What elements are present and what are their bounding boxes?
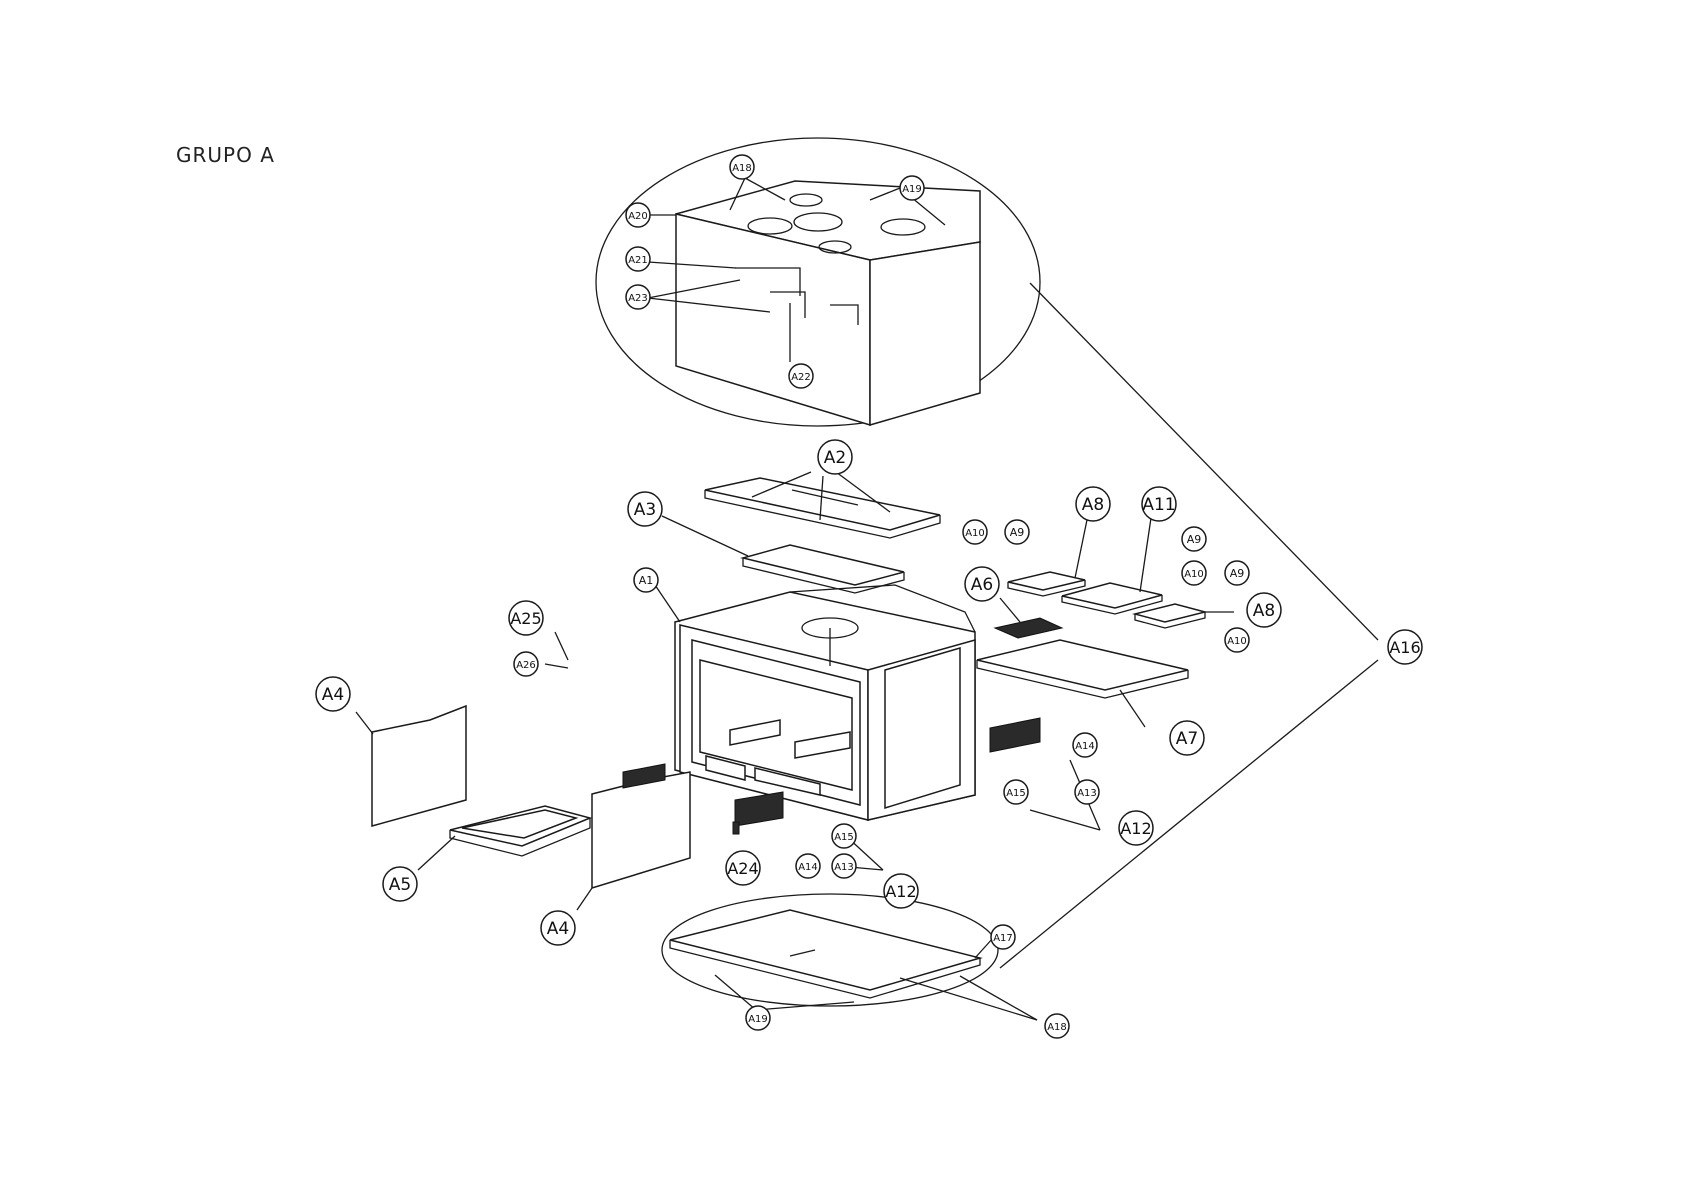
callout-label: A2 xyxy=(824,448,846,468)
callout-label: A9 xyxy=(1230,567,1245,580)
callout-label: A5 xyxy=(389,875,411,895)
base-plate xyxy=(670,910,980,998)
callout-A23: A23 xyxy=(626,285,650,309)
callout-label: A14 xyxy=(798,862,818,873)
callout-A25: A25 xyxy=(509,601,543,635)
callout-label: A4 xyxy=(547,919,569,939)
side-panels xyxy=(372,706,690,888)
callout-label: A11 xyxy=(1142,495,1175,515)
callout-A13a: A13 xyxy=(1075,780,1099,804)
callout-label: A21 xyxy=(628,255,648,266)
callout-label: A3 xyxy=(634,500,656,520)
top-plates-right xyxy=(977,572,1205,698)
callout-A4b: A4 xyxy=(541,911,575,945)
callout-label: A8 xyxy=(1253,601,1275,621)
callout-label: A6 xyxy=(971,575,993,595)
callout-label: A24 xyxy=(727,859,758,878)
callout-A20: A20 xyxy=(626,203,650,227)
callout-label: A18 xyxy=(1047,1022,1067,1033)
callout-A19top: A19 xyxy=(900,176,924,200)
callout-A18top: A18 xyxy=(730,155,754,179)
callout-A3: A3 xyxy=(628,492,662,526)
callout-A24: A24 xyxy=(726,851,760,885)
callout-A18bot: A18 xyxy=(1045,1014,1069,1038)
callout-A21: A21 xyxy=(626,247,650,271)
callout-A19bot: A19 xyxy=(746,1006,770,1030)
callout-A10b: A10 xyxy=(1182,561,1206,585)
callout-A22: A22 xyxy=(789,364,813,388)
callout-A7: A7 xyxy=(1170,721,1204,755)
callout-A13b: A13 xyxy=(832,854,856,878)
callout-label: A25 xyxy=(510,609,541,628)
callout-label: A13 xyxy=(1077,788,1097,799)
callout-label: A13 xyxy=(834,862,854,873)
callout-A9a: A9 xyxy=(1005,520,1029,544)
callout-label: A10 xyxy=(1227,636,1247,647)
callout-A5: A5 xyxy=(383,867,417,901)
callout-A16: A16 xyxy=(1388,630,1422,664)
callout-label: A10 xyxy=(1184,569,1204,580)
callout-A9c: A9 xyxy=(1225,561,1249,585)
callout-label: A26 xyxy=(516,660,536,671)
callout-label: A16 xyxy=(1389,638,1420,657)
callout-label: A10 xyxy=(965,528,985,539)
callout-label: A8 xyxy=(1082,495,1104,515)
callout-A8a: A8 xyxy=(1076,487,1110,521)
casing-box xyxy=(676,181,980,425)
callout-A14b: A14 xyxy=(796,854,820,878)
callout-A11: A11 xyxy=(1142,487,1176,521)
callout-A6: A6 xyxy=(965,567,999,601)
callout-A8b: A8 xyxy=(1247,593,1281,627)
callout-A15a: A15 xyxy=(1004,780,1028,804)
callout-A12b: A12 xyxy=(884,874,918,908)
callout-label: A1 xyxy=(639,574,654,587)
deflector-plates xyxy=(705,478,940,593)
callout-label: A9 xyxy=(1187,533,1202,546)
callout-label: A15 xyxy=(834,832,854,843)
callout-label: A12 xyxy=(1120,819,1151,838)
callout-A10a: A10 xyxy=(963,520,987,544)
callout-A26: A26 xyxy=(514,652,538,676)
callout-label: A20 xyxy=(628,211,648,222)
callout-label: A19 xyxy=(902,184,922,195)
callout-label: A14 xyxy=(1075,741,1095,752)
callout-A14a: A14 xyxy=(1073,733,1097,757)
callout-A2: A2 xyxy=(818,440,852,474)
firebox-body xyxy=(675,585,975,820)
callout-label: A4 xyxy=(322,685,344,705)
callout-A12a: A12 xyxy=(1119,811,1153,845)
callout-A1: A1 xyxy=(634,568,658,592)
callout-A17: A17 xyxy=(991,925,1015,949)
callout-label: A15 xyxy=(1006,788,1026,799)
callout-label: A18 xyxy=(732,163,752,174)
callout-label: A12 xyxy=(885,882,916,901)
callout-A10c: A10 xyxy=(1225,628,1249,652)
callout-A15b: A15 xyxy=(832,824,856,848)
callout-label: A19 xyxy=(748,1014,768,1025)
callout-A4a: A4 xyxy=(316,677,350,711)
callout-A9b: A9 xyxy=(1182,527,1206,551)
callout-label: A17 xyxy=(993,933,1013,944)
callout-label: A23 xyxy=(628,293,648,304)
callout-label: A9 xyxy=(1010,526,1025,539)
callout-label: A7 xyxy=(1176,729,1198,749)
callout-label: A22 xyxy=(791,372,811,383)
